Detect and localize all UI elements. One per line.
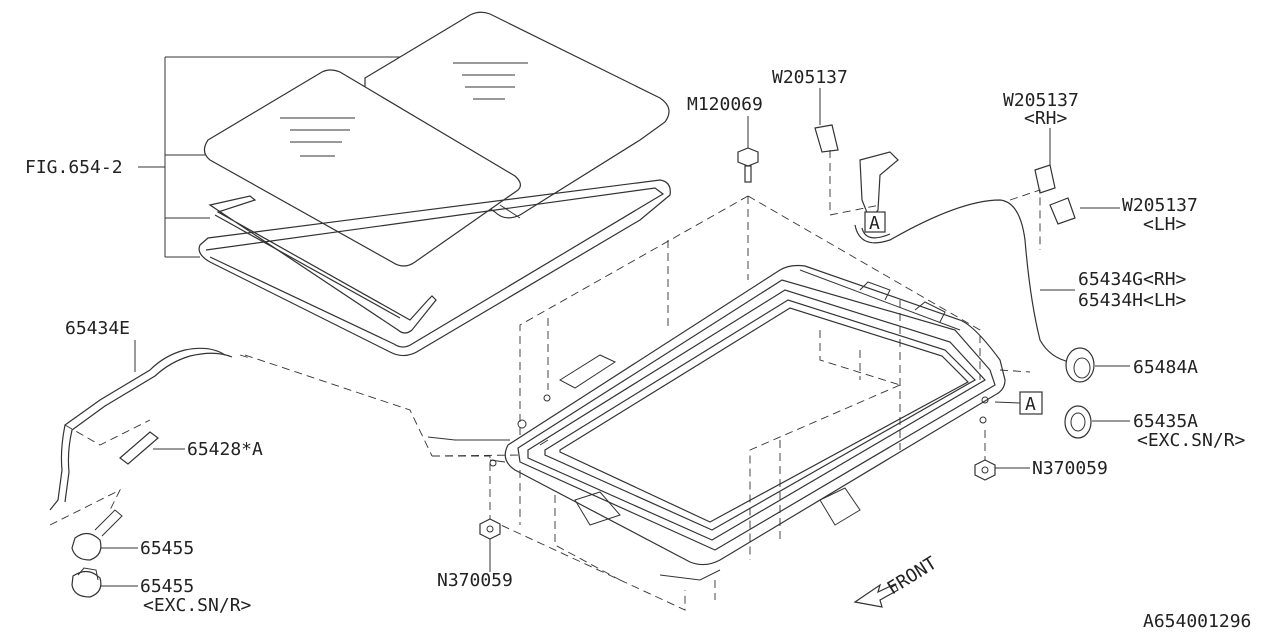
label-65428a: 65428*A: [187, 439, 263, 460]
label-65434e: 65434E: [65, 318, 130, 339]
leader-lines: [100, 88, 1130, 587]
label-65434h: 65434H<LH>: [1078, 290, 1187, 311]
valve-65455-a: [71, 509, 123, 561]
label-65434g: 65434G<RH>: [1078, 269, 1187, 290]
clip-65428a: [119, 431, 159, 465]
valve-65455-b: [71, 567, 102, 598]
fig-bracket: [138, 56, 400, 258]
svg-text:A: A: [1025, 394, 1036, 415]
weather-strip: [208, 195, 437, 334]
label-w205137-a: W205137: [772, 67, 848, 88]
bolt-m120069: [737, 147, 759, 183]
label-65435a: 65435A: [1133, 411, 1198, 432]
nut-n370059-bottom: [479, 518, 501, 540]
label-n370059-bottom: N370059: [437, 570, 513, 591]
front-label: FRONT: [884, 553, 941, 600]
label-rh: <RH>: [1024, 108, 1068, 129]
phantom-lines: [244, 195, 1031, 611]
label-m120069: M120069: [687, 94, 763, 115]
label-65484a: 65484A: [1133, 357, 1198, 378]
seal-frame: [198, 179, 671, 357]
label-exc-sn-r-2: <EXC.SN/R>: [143, 595, 252, 616]
diagram-id: A654001296: [1143, 611, 1251, 632]
drain-hose-front: [49, 347, 251, 526]
label-65455-a: 65455: [140, 538, 194, 559]
label-w205137-b: W205137: [1003, 90, 1079, 111]
label-exc-sn-r-1: <EXC.SN/R>: [1137, 430, 1246, 451]
front-arrow-icon: FRONT: [853, 553, 941, 608]
grommet-65484a: [1065, 347, 1095, 383]
label-65455-b: 65455: [140, 576, 194, 597]
nut-n370059-right: [974, 459, 996, 481]
label-fig-654-2: FIG.654-2: [25, 157, 123, 178]
svg-text:A: A: [869, 213, 880, 234]
label-n370059-right: N370059: [1032, 458, 1108, 479]
ref-box-a-1: A: [864, 211, 886, 234]
label-lh: <LH>: [1143, 214, 1187, 235]
drain-hose-rh-lh: [814, 124, 1076, 363]
grommet-65435a: [1064, 405, 1092, 439]
ref-box-a-2: A: [994, 391, 1043, 415]
sunroof-frame: [489, 264, 1006, 581]
label-w205137-c: W205137: [1122, 195, 1198, 216]
